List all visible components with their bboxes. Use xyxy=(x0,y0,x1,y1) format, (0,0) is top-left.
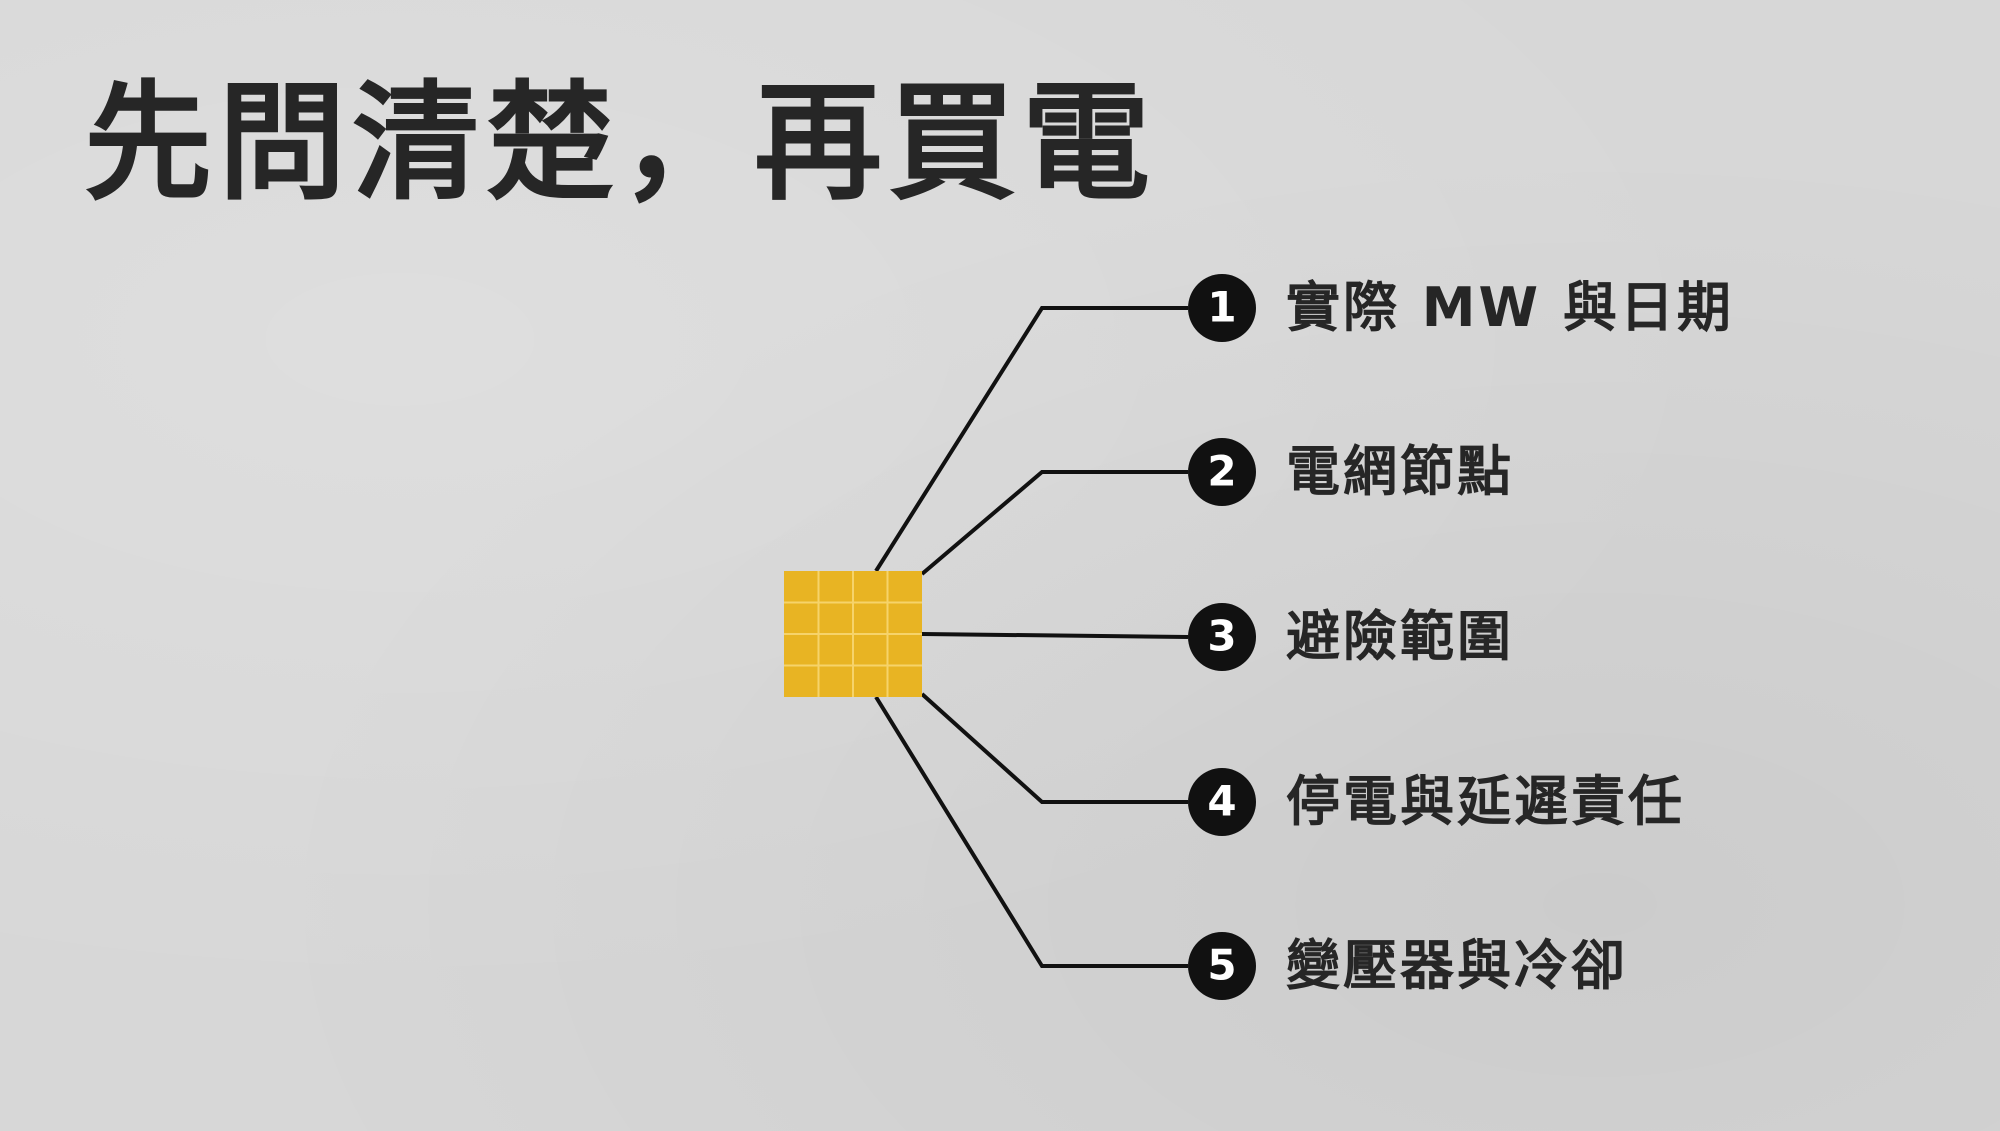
number-badge-text: 2 xyxy=(1207,447,1236,496)
number-badge-2: 2 xyxy=(1188,438,1256,506)
number-badge-text: 5 xyxy=(1207,941,1236,990)
branch-line-5 xyxy=(874,695,1188,968)
item-label-3: 避險範圍 xyxy=(1286,605,1514,668)
number-badge-4: 4 xyxy=(1188,768,1256,836)
number-badge-1: 1 xyxy=(1188,274,1256,342)
branch-line-1 xyxy=(874,306,1188,573)
number-badge-circle xyxy=(1188,603,1256,671)
item-label-2: 電網節點 xyxy=(1286,440,1514,503)
page-title: 先問清楚，再買電 xyxy=(84,69,1157,218)
solar-panel-icon xyxy=(784,571,922,697)
branch-lines xyxy=(874,306,1189,968)
number-badge-text: 1 xyxy=(1207,283,1236,332)
branch-line-2 xyxy=(920,470,1188,576)
number-badge-circle xyxy=(1188,274,1256,342)
number-badge-text: 4 xyxy=(1207,777,1236,826)
branch-line-4 xyxy=(920,692,1188,804)
item-label-1: 實際 MW 與日期 xyxy=(1286,276,1734,339)
number-badge-circle xyxy=(1188,932,1256,1000)
branch-line-3 xyxy=(921,632,1189,639)
number-badge-circle xyxy=(1188,768,1256,836)
item-label-5: 變壓器與冷卻 xyxy=(1286,934,1628,997)
item-label-4: 停電與延遲責任 xyxy=(1286,770,1685,833)
number-badge-circle xyxy=(1188,438,1256,506)
number-nodes: 1 2 3 4 5 xyxy=(1188,274,1256,1000)
number-badge-text: 3 xyxy=(1207,612,1236,661)
number-badge-3: 3 xyxy=(1188,603,1256,671)
number-badge-5: 5 xyxy=(1188,932,1256,1000)
